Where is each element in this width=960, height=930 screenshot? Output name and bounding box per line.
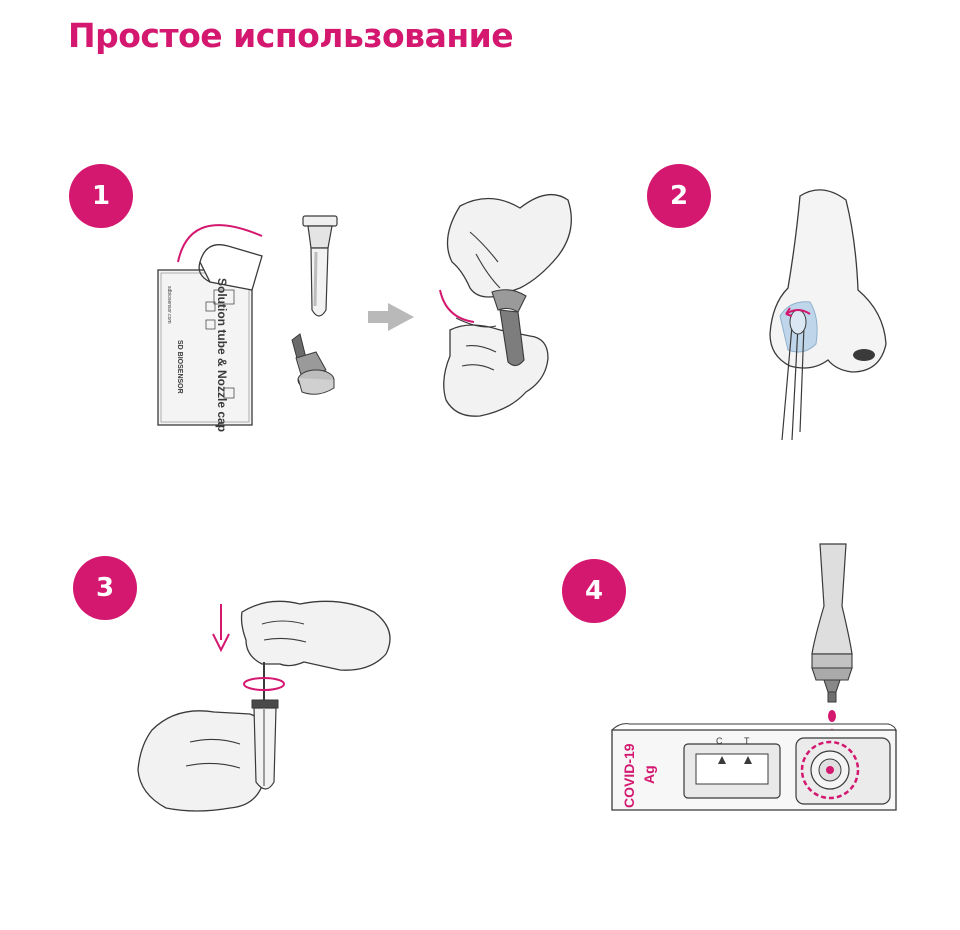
nose (770, 190, 886, 372)
pouch-url: sdbiosensor.com (166, 286, 172, 324)
cassette-marker-t: T (744, 736, 750, 746)
cassette-label-line2: Ag (641, 765, 657, 784)
arrow-down-icon (213, 604, 229, 650)
cassette-label-line1: COVID-19 (621, 743, 637, 808)
pouch-label: Solution tube & Nozzle cap (215, 278, 229, 432)
solution-tube (303, 216, 337, 316)
pouch-brand: SD BIOSENSOR (176, 340, 183, 394)
hand-lower (138, 711, 262, 811)
twist-arrow-curve (440, 290, 474, 322)
nozzle-cap (292, 334, 334, 394)
pouch: Solution tube & Nozzle cap SD BIOSENSOR … (158, 245, 262, 432)
hand-upper (242, 601, 391, 670)
hands-assembling (444, 195, 572, 417)
tube-step3 (252, 700, 278, 789)
cassette-marker-c: C (716, 736, 723, 746)
dropper-tube (812, 544, 852, 702)
arrow-right-icon (368, 303, 414, 331)
